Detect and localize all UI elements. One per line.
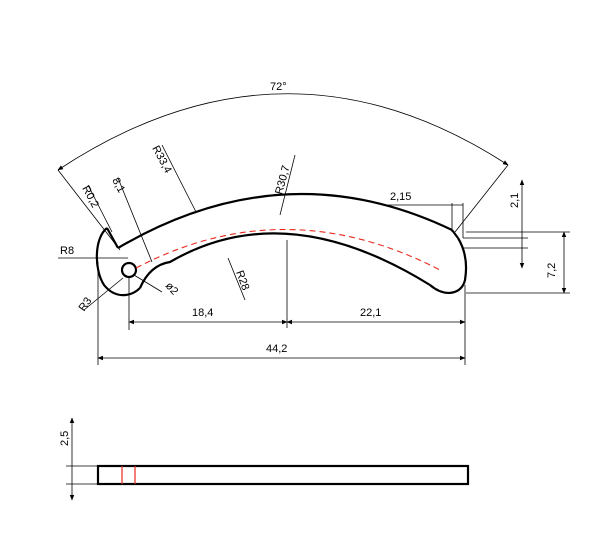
angle-arc: [57, 93, 509, 171]
label-end-height: 7,2: [546, 263, 558, 278]
part-left-end: [95, 227, 141, 297]
label-notch-width: 2,15: [390, 191, 411, 203]
part-side-view: 2,5: [59, 417, 470, 501]
label-angle: 72°: [270, 81, 287, 93]
label-notch-depth: 2,1: [509, 193, 521, 208]
label-hole-dia: ø2: [163, 280, 181, 298]
side-view-bar: [96, 464, 470, 486]
part-right-notch: [451, 229, 459, 239]
label-r-small: 8,1: [109, 176, 127, 195]
label-thickness: 2,5: [59, 431, 71, 446]
pivot-hole: [120, 261, 138, 279]
label-r-end: R8: [60, 245, 74, 257]
dimension-labels: 72° R33,4 R30,7 R28 R0,2 8,1 R8 R3 ø2 2,…: [60, 81, 558, 355]
label-r-inner: R28: [233, 269, 251, 292]
label-r-tip: R0,2: [79, 184, 101, 210]
part-inner-edge: [138, 232, 431, 289]
label-r-hole-edge: R3: [77, 295, 95, 313]
label-r-center: R30,7: [273, 164, 292, 195]
label-right-span: 22,1: [360, 307, 381, 319]
part-right-end: [429, 237, 468, 294]
label-overall-length: 44,2: [266, 343, 287, 355]
dimension-lines: [57, 93, 570, 365]
label-r-outer: R33,4: [149, 144, 173, 176]
label-left-span: 18,4: [192, 307, 213, 319]
centerline-arc: [135, 229, 441, 271]
